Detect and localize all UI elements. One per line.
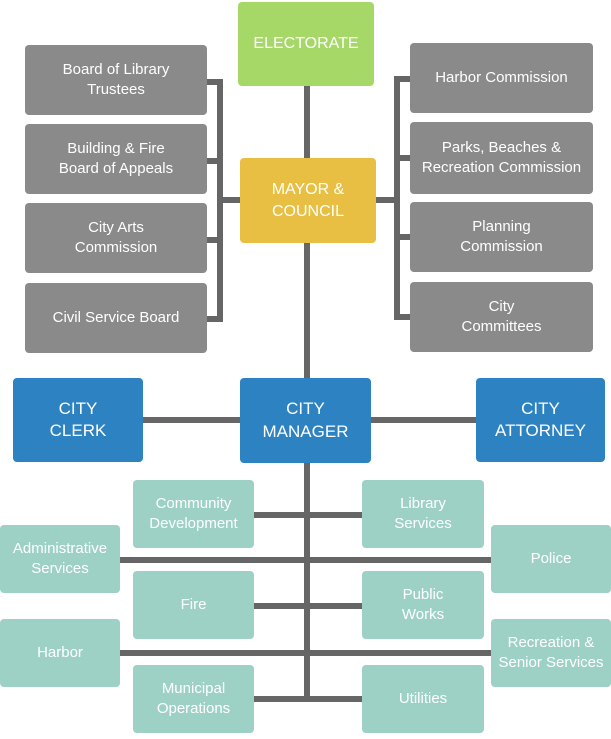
city-clerk-box: CITY CLERK: [13, 378, 143, 462]
dept-police-box: Police: [491, 525, 611, 593]
board-parks-beaches-recreation-box: Parks, Beaches & Recreation Commission: [410, 122, 593, 194]
board-civil-service-box: Civil Service Board: [25, 283, 207, 353]
board-harbor-commission-box: Harbor Commission: [410, 43, 593, 113]
dept-municipal-operations-box: Municipal Operations: [133, 665, 254, 733]
city-manager-box: CITY MANAGER: [240, 378, 371, 463]
board-building-fire-appeals-box: Building & Fire Board of Appeals: [25, 124, 207, 194]
dept-utilities-box: Utilities: [362, 665, 484, 733]
city-attorney-box: CITY ATTORNEY: [476, 378, 605, 462]
board-city-arts-box: City Arts Commission: [25, 203, 207, 273]
dept-fire-box: Fire: [133, 571, 254, 639]
dept-public-works-box: Public Works: [362, 571, 484, 639]
board-city-committees-box: City Committees: [410, 282, 593, 352]
board-library-trustees-box: Board of Library Trustees: [25, 45, 207, 115]
dept-recreation-senior-services-box: Recreation & Senior Services: [491, 619, 611, 687]
dept-community-development-box: Community Development: [133, 480, 254, 548]
board-planning-commission-box: Planning Commission: [410, 202, 593, 272]
dept-administrative-services-box: Administrative Services: [0, 525, 120, 593]
dept-harbor-box: Harbor: [0, 619, 120, 687]
mayor-council-box: MAYOR & COUNCIL: [240, 158, 376, 243]
electorate-box: ELECTORATE: [238, 2, 374, 86]
dept-library-services-box: Library Services: [362, 480, 484, 548]
